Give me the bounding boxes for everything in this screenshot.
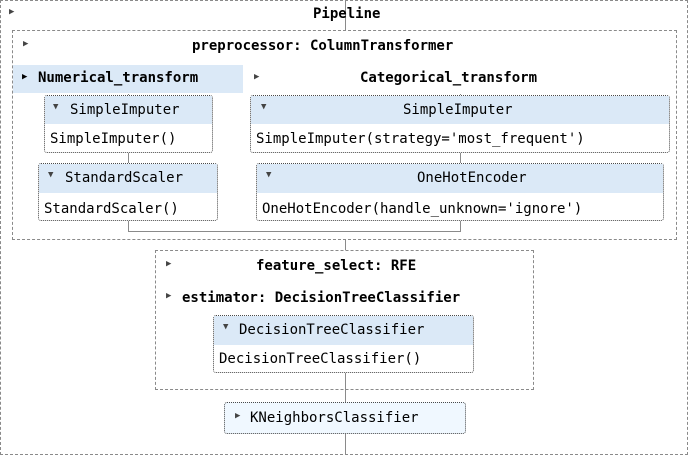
triangle-right-icon: ▶ bbox=[23, 39, 29, 49]
simple-imputer-estimator[interactable]: ▼ SimpleImputer SimpleImputer() bbox=[44, 95, 213, 153]
estimator-name: SimpleImputer bbox=[403, 102, 513, 118]
connector-line bbox=[345, 370, 346, 390]
numerical-transform-label: Numerical_transform bbox=[38, 70, 199, 86]
triangle-right-icon: ▶ bbox=[22, 72, 28, 82]
estimator-name: StandardScaler bbox=[65, 170, 184, 186]
preprocessor-header[interactable]: ▶ preprocessor: ColumnTransformer bbox=[0, 36, 689, 56]
estimator-params: SimpleImputer(strategy='most_frequent') bbox=[256, 131, 585, 147]
estimator-header[interactable]: ▼ DecisionTreeClassifier bbox=[214, 316, 473, 345]
standard-scaler-estimator[interactable]: ▼ StandardScaler StandardScaler() bbox=[38, 163, 218, 221]
categorical-transform-label: Categorical_transform bbox=[360, 70, 538, 86]
estimator-header[interactable]: ▼ SimpleImputer bbox=[251, 96, 669, 124]
pipeline-title: Pipeline bbox=[313, 6, 381, 22]
estimator-name: OneHotEncoder bbox=[417, 170, 527, 186]
triangle-right-icon: ▶ bbox=[166, 291, 172, 301]
preprocessor-label: preprocessor: ColumnTransformer bbox=[192, 38, 454, 54]
feature-select-label: feature_select: RFE bbox=[256, 258, 417, 274]
triangle-right-icon: ▶ bbox=[254, 72, 260, 82]
triangle-right-icon: ▶ bbox=[235, 411, 241, 421]
kneighbors-classifier-estimator[interactable]: ▶ KNeighborsClassifier bbox=[224, 402, 466, 434]
triangle-down-icon: ▼ bbox=[53, 102, 59, 112]
triangle-down-icon: ▼ bbox=[48, 170, 54, 180]
estimator-params: DecisionTreeClassifier() bbox=[219, 351, 422, 367]
categorical-transform-header[interactable]: ▶ Categorical_transform bbox=[246, 65, 666, 93]
triangle-right-icon: ▶ bbox=[166, 259, 172, 269]
estimator-name: SimpleImputer bbox=[70, 102, 180, 118]
rfe-estimator-label: estimator: DecisionTreeClassifier bbox=[182, 290, 461, 306]
triangle-down-icon: ▼ bbox=[266, 170, 272, 180]
simple-imputer-categorical-estimator[interactable]: ▼ SimpleImputer SimpleImputer(strategy='… bbox=[250, 95, 670, 153]
triangle-down-icon: ▼ bbox=[261, 102, 267, 112]
estimator-header[interactable]: ▼ OneHotEncoder bbox=[257, 164, 663, 193]
estimator-name: DecisionTreeClassifier bbox=[239, 322, 425, 338]
estimator-header[interactable]: ▼ StandardScaler bbox=[39, 164, 217, 193]
numerical-transform-header[interactable]: ▶ Numerical_transform bbox=[13, 65, 243, 93]
triangle-right-icon: ▶ bbox=[9, 7, 15, 17]
estimator-params: StandardScaler() bbox=[44, 201, 179, 217]
one-hot-encoder-estimator[interactable]: ▼ OneHotEncoder OneHotEncoder(handle_unk… bbox=[256, 163, 664, 221]
pipeline-header[interactable]: ▶ Pipeline bbox=[0, 4, 688, 24]
connector-line bbox=[128, 231, 461, 232]
estimator-header[interactable]: ▼ SimpleImputer bbox=[45, 96, 212, 124]
triangle-down-icon: ▼ bbox=[223, 322, 229, 332]
decision-tree-estimator[interactable]: ▼ DecisionTreeClassifier DecisionTreeCla… bbox=[213, 315, 474, 373]
estimator-params: OneHotEncoder(handle_unknown='ignore') bbox=[262, 201, 583, 217]
feature-select-header[interactable]: ▶ feature_select: RFE bbox=[0, 256, 689, 276]
estimator-params: SimpleImputer() bbox=[50, 131, 177, 147]
estimator-name: KNeighborsClassifier bbox=[250, 410, 419, 426]
rfe-estimator-header[interactable]: ▶ estimator: DecisionTreeClassifier bbox=[0, 288, 689, 308]
